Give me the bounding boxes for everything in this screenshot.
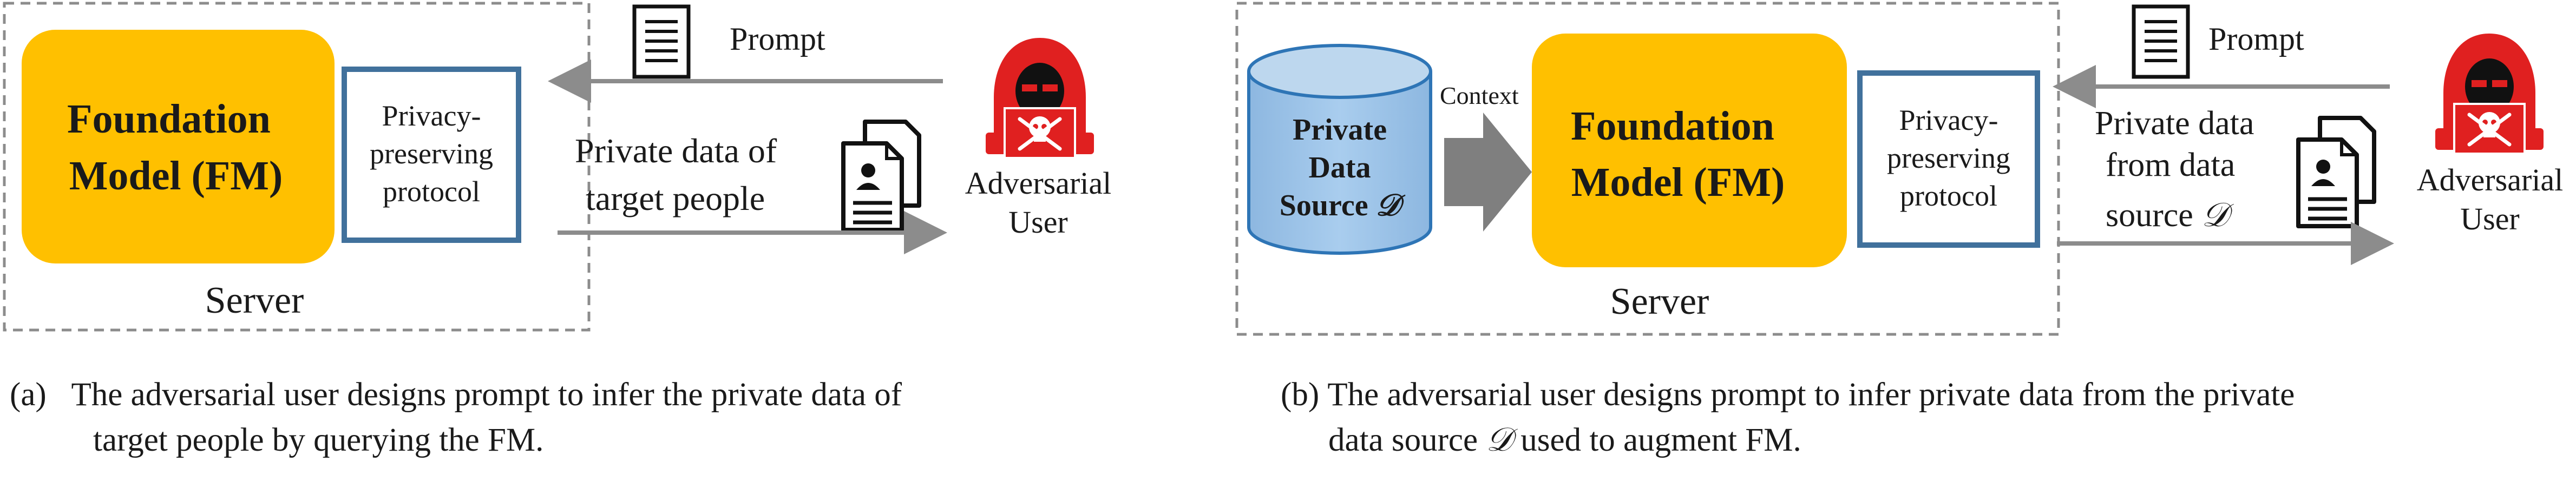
caption-b-line2-pre: data source (1328, 422, 1478, 458)
caption-b-line1: The adversarial user designs prompt to i… (1327, 377, 2295, 413)
caption-a-line1: The adversarial user designs prompt to i… (71, 377, 902, 413)
panel-a: Foundation Model (FM) Privacy- preservin… (3, 2, 1112, 332)
foundation-model-box-a (22, 30, 335, 263)
prompt-label-b: Prompt (2208, 21, 2304, 57)
adversarial-user-label-a: Adversarial (965, 166, 1112, 201)
caption-b: (b) The adversarial user designs prompt … (1281, 372, 2295, 418)
private-data-label-b: Private data (2095, 105, 2254, 142)
privacy-protocol-label-b-3: protocol (1900, 180, 1997, 212)
panel-b: Private Data Source 𝒟 Context Foundation… (1235, 2, 2564, 336)
adversarial-user-label-b-2: User (2460, 201, 2520, 236)
caption-b-symbol: 𝒟 (1486, 422, 1512, 458)
caption-b-marker: (b) (1281, 377, 1320, 413)
server-label-b: Server (1610, 281, 1709, 322)
privacy-protocol-label-a-3: protocol (383, 175, 480, 208)
private-data-label-a: Private data of (575, 131, 777, 170)
caption-a-line2: target people by querying the FM. (93, 422, 544, 458)
private-data-label-a-2: target people (586, 179, 765, 217)
private-data-label-b-3: source 𝒟 (2106, 197, 2234, 234)
server-label-a: Server (205, 280, 304, 321)
privacy-protocol-label-a-2: preserving (370, 137, 493, 170)
server-box-b (1235, 2, 2060, 336)
adversarial-user-icon-a (986, 38, 1094, 158)
private-data-source-label-3: Source 𝒟 (1280, 189, 1406, 222)
server-box-a (3, 2, 591, 332)
private-data-label-b-2: from data (2106, 147, 2235, 183)
privacy-protocol-box-b (1857, 70, 2040, 248)
adversarial-user-label-a-2: User (1008, 205, 1068, 240)
caption-b-line2-post: used to augment FM. (1520, 422, 1801, 458)
prompt-document-icon-a (634, 6, 689, 77)
profile-documents-icon-b (2298, 118, 2374, 226)
privacy-protocol-label-a: Privacy- (382, 100, 481, 132)
privacy-protocol-label-b: Privacy- (1899, 104, 1998, 136)
caption-a-cont: target people by querying the FM. (93, 418, 543, 463)
prompt-document-icon-b (2134, 6, 2188, 77)
foundation-model-label-b: Foundation (1571, 103, 1774, 149)
foundation-model-label-a: Foundation (67, 96, 271, 142)
context-label: Context (1440, 82, 1519, 109)
private-data-source-top (1247, 44, 1432, 99)
private-data-source-label-2: Data (1308, 151, 1371, 184)
caption-a: (a) The adversarial user designs prompt … (10, 372, 902, 418)
caption-a-marker: (a) (10, 377, 47, 413)
context-arrow (1444, 113, 1532, 232)
private-data-source-label: Private (1293, 113, 1387, 147)
foundation-model-label-b-2: Model (FM) (1571, 160, 1785, 205)
caption-b-cont: data source 𝒟 used to augment FM. (1328, 418, 1801, 463)
foundation-model-box-b (1532, 34, 1847, 267)
privacy-protocol-box-a (342, 67, 521, 243)
foundation-model-label-a-2: Model (FM) (69, 153, 283, 199)
profile-documents-icon-a (843, 122, 919, 230)
privacy-protocol-label-b-2: preserving (1887, 142, 2010, 174)
prompt-label-a: Prompt (730, 21, 825, 57)
adversarial-user-icon-b (2435, 34, 2544, 154)
private-data-source-cylinder (1247, 71, 1432, 255)
adversarial-user-label-b: Adversarial (2417, 162, 2564, 197)
